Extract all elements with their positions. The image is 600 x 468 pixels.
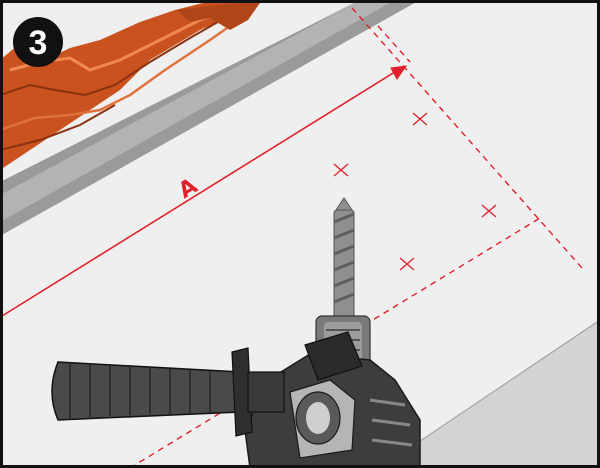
dimension-line: [1, 65, 408, 317]
roof-tiles: [0, 0, 262, 170]
dashed-guides: [129, 7, 583, 468]
cross-mark-4: [399, 257, 415, 271]
cross-mark-1: [412, 112, 428, 126]
arrow-head-top: [390, 65, 408, 80]
drill-side-handle: [51, 347, 285, 437]
step-number: 3: [29, 24, 48, 62]
cross-mark-icon: [333, 112, 497, 271]
cross-mark-2: [333, 163, 349, 177]
drill-bit: [333, 197, 355, 321]
roof-shadow-band: [0, 0, 420, 236]
drill-icon: [51, 197, 421, 468]
lower-right-panel: [379, 319, 600, 468]
cross-mark-3: [481, 204, 497, 218]
step-badge: 3: [13, 17, 63, 67]
roof-shadow-inner: [0, 0, 395, 222]
